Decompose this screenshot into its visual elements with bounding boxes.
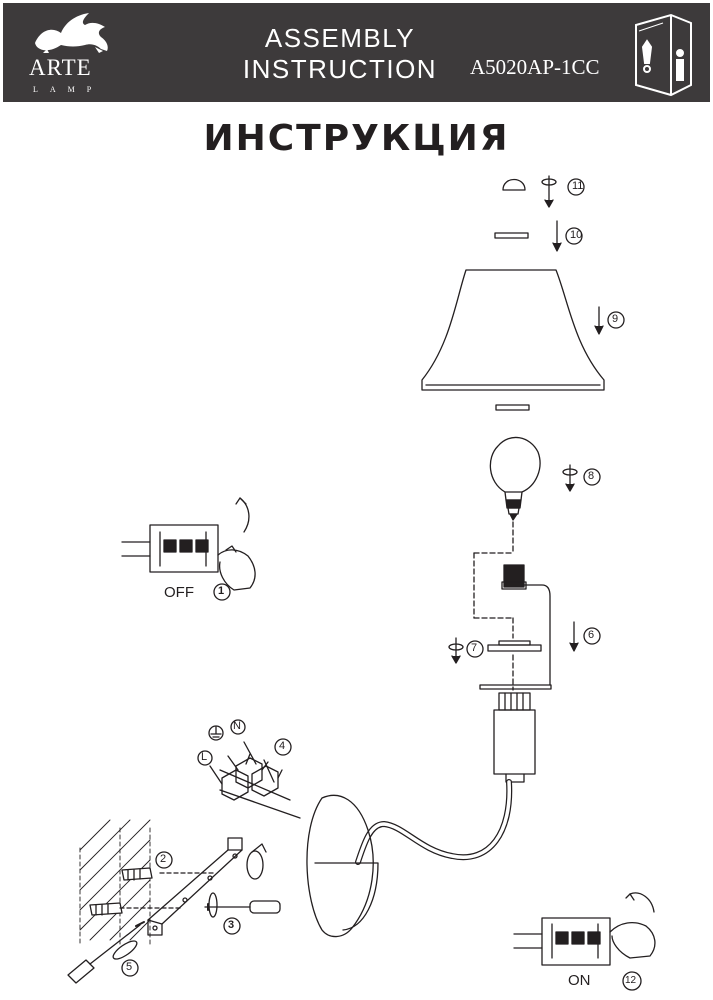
neutral-wire-marker — [230, 719, 246, 735]
header-title-line1: ASSEMBLY — [264, 23, 416, 53]
rotate-arrow-icon — [541, 175, 557, 208]
down-arrow-icon — [569, 621, 579, 652]
wall-switch-on-illustration — [513, 892, 656, 966]
on-label: ON — [568, 972, 591, 989]
step-2-marker — [155, 851, 173, 869]
wall-anchor-part — [89, 867, 153, 916]
step-6-number: 6 — [588, 629, 595, 641]
rotate-arrow-icon — [562, 464, 578, 492]
lamp-shade-part — [421, 269, 605, 391]
step-11-marker — [567, 178, 585, 196]
wall-switch-off-illustration — [121, 497, 256, 591]
step-1-marker — [213, 583, 231, 601]
rotate-arrow-icon — [208, 892, 218, 918]
socket-bracket-part — [479, 564, 552, 690]
header-graphics — [35, 13, 692, 97]
step-12-marker — [622, 971, 642, 991]
step-8-number: 8 — [588, 470, 595, 482]
step-10-marker — [565, 227, 583, 245]
header-title: ASSEMBLY INSTRUCTION — [231, 23, 449, 85]
alignment-guide — [473, 521, 514, 691]
step-9-marker — [607, 311, 625, 329]
wire-connector-part — [209, 741, 301, 819]
neutral-label: N — [233, 720, 241, 732]
lamp-arm-part — [306, 692, 536, 938]
step-7-marker — [466, 640, 484, 658]
live-label: L — [201, 751, 208, 763]
header-bar: ARTE LAMP ASSEMBLY INSTRUCTION A5020AP-1… — [3, 3, 710, 102]
manual-book-icon — [635, 13, 692, 97]
step-12-number: 12 — [625, 975, 637, 986]
screwdriver-icon — [67, 921, 145, 984]
light-bulb-part — [489, 436, 541, 521]
step-8-marker — [583, 468, 601, 486]
step-11-number: 11 — [572, 180, 584, 192]
step-4-marker — [274, 738, 292, 756]
step-3-number: 3 — [228, 919, 235, 931]
step-9-number: 9 — [612, 313, 619, 325]
model-number: A5020AP-1CC — [470, 55, 600, 79]
brand-name: ARTE — [29, 55, 92, 80]
off-label: OFF — [164, 584, 194, 601]
mounting-plate-part — [119, 837, 243, 936]
step-3-marker — [223, 917, 241, 935]
step-6-marker — [583, 627, 601, 645]
header-title-line2: INSTRUCTION — [242, 54, 438, 84]
step-2-number: 2 — [160, 853, 167, 865]
live-wire-marker — [197, 750, 213, 766]
screwdriver-icon — [204, 900, 281, 914]
rotate-arrow-icon — [112, 940, 138, 960]
lion-logo-icon — [35, 13, 108, 53]
page-title: ИНСТРУКЦИЯ — [203, 118, 510, 159]
step-7-number: 7 — [471, 642, 478, 654]
ground-symbol-icon — [208, 725, 224, 741]
down-arrow-icon — [552, 220, 562, 252]
rotate-arrow-icon — [448, 637, 464, 664]
washer-part — [495, 404, 530, 411]
step-1-number: 1 — [218, 585, 225, 597]
finial-part — [502, 178, 526, 191]
step-10-number: 10 — [570, 229, 583, 241]
step-5-marker — [121, 959, 139, 977]
step-5-number: 5 — [126, 961, 133, 973]
wall-hatch — [79, 819, 151, 946]
step-4-number: 4 — [279, 740, 286, 752]
rotate-arrow-icon — [246, 843, 267, 880]
brand-subtitle: LAMP — [33, 85, 104, 94]
washer-part — [494, 232, 529, 239]
down-arrow-icon — [594, 306, 604, 335]
